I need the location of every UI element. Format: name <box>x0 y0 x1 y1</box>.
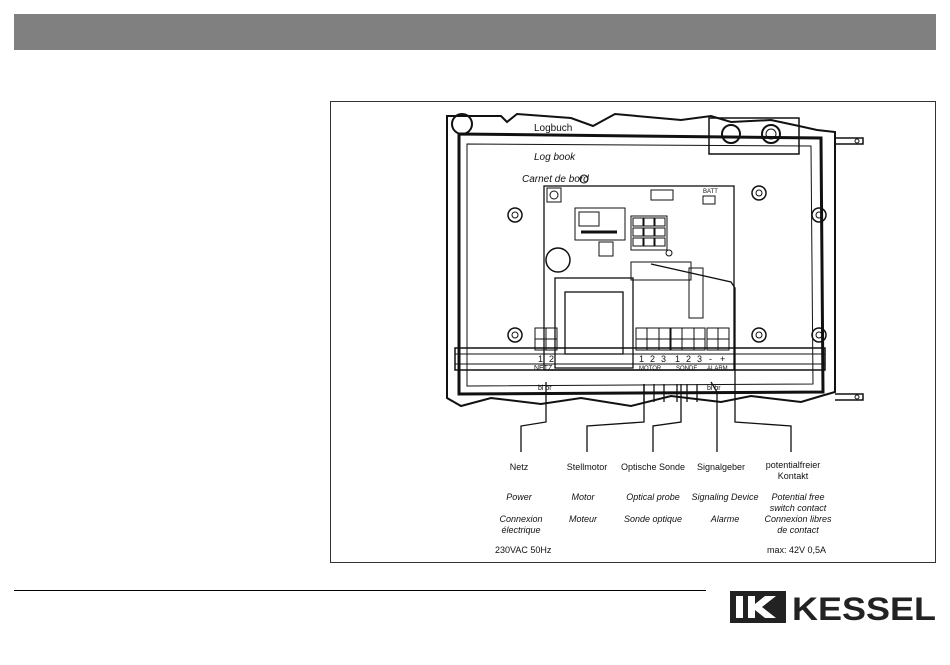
netz-wire-colors: bl br <box>538 385 552 392</box>
sonde-label: SONDE <box>676 366 697 372</box>
netz-pin-2: 2 <box>549 354 554 364</box>
heading-de: Logbuch <box>534 123 572 134</box>
caption-probe-en: Optical probe <box>626 492 680 502</box>
alarm-wire-colors: bl br <box>707 385 721 392</box>
kessel-logo-mark <box>730 591 786 623</box>
caption-signal-de: Signalgeber <box>697 462 745 472</box>
motor-pin-1: 1 <box>639 354 644 364</box>
caption-probe-fr: Sonde optique <box>624 514 682 524</box>
caption-contact-de-1: potentialfreier <box>766 460 821 470</box>
column-captions: Netz Power Connexion électrique Stellmot… <box>499 460 832 535</box>
spec-power: 230VAC 50Hz <box>495 545 552 555</box>
wiring-lines <box>520 263 792 452</box>
kessel-logo: KESSEL <box>728 589 938 627</box>
sonde-pin-1: 1 <box>675 354 680 364</box>
caption-contact-en-2: switch contact <box>770 503 827 513</box>
caption-netz-fr-2: électrique <box>501 525 540 535</box>
caption-contact-fr-2: de contact <box>777 525 819 535</box>
caption-contact-en-1: Potential free <box>771 492 824 502</box>
motor-pin-3: 3 <box>661 354 666 364</box>
caption-netz-en: Power <box>506 492 533 502</box>
caption-probe-de: Optische Sonde <box>621 462 685 472</box>
alarm-label: ALARM <box>707 366 728 372</box>
caption-signal-en: Signaling Device <box>691 492 758 502</box>
sonde-pin-2: 2 <box>686 354 691 364</box>
footer-rule <box>14 590 706 591</box>
board-labels: BATT 1 2 NETZ 1 2 3 MOTOR 1 2 3 SONDE - … <box>534 189 728 392</box>
netz-pin-1: 1 <box>538 354 543 364</box>
kessel-wordmark: KESSEL <box>792 591 936 625</box>
spec-contact: max: 42V 0,5A <box>767 545 826 555</box>
batt-label: BATT <box>703 189 718 195</box>
caption-contact-fr-1: Connexion libres <box>764 514 832 524</box>
sonde-pin-3: 3 <box>697 354 702 364</box>
housing <box>446 112 864 408</box>
alarm-pin-minus: - <box>709 354 712 364</box>
caption-netz-fr-1: Connexion <box>499 514 542 524</box>
caption-motor-fr: Moteur <box>569 514 598 524</box>
logbook-heading: Logbuch Log book Carnet de bord <box>522 123 589 185</box>
caption-motor-en: Motor <box>571 492 595 502</box>
alarm-pin-plus: + <box>720 354 725 364</box>
motor-label: MOTOR <box>639 366 662 372</box>
heading-fr: Carnet de bord <box>522 174 589 185</box>
control-unit-drawing: BATT 1 2 NETZ 1 2 3 MOTOR 1 2 3 SONDE - … <box>446 112 864 555</box>
caption-netz-de: Netz <box>510 462 529 472</box>
wiring-diagram: BATT 1 2 NETZ 1 2 3 MOTOR 1 2 3 SONDE - … <box>330 101 936 563</box>
heading-en: Log book <box>534 152 576 163</box>
circuit-board <box>534 174 735 371</box>
header-bar <box>14 14 936 50</box>
motor-pin-2: 2 <box>650 354 655 364</box>
caption-contact-de-2: Kontakt <box>778 471 809 481</box>
netz-label: NETZ <box>534 365 553 372</box>
caption-motor-de: Stellmotor <box>567 462 608 472</box>
caption-signal-fr: Alarme <box>710 514 740 524</box>
